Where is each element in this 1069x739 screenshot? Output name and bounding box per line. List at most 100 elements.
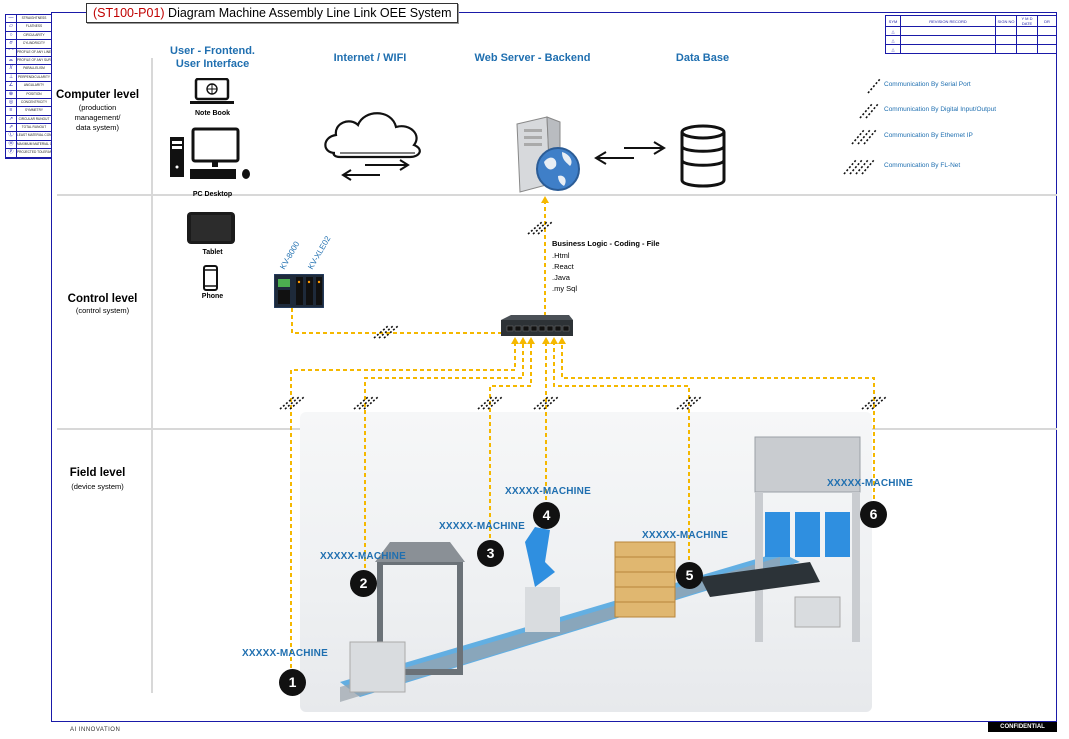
- phone-icon: [203, 265, 218, 291]
- machine-label[interactable]: XXXXX-MACHINE: [827, 478, 913, 489]
- gdt-symbol-icon: —: [6, 15, 17, 23]
- gdt-legend-row: ▱FLATNESS: [6, 23, 51, 32]
- server-database-arrow-icon: [594, 141, 666, 165]
- gdt-symbol-label: FLATNESS: [25, 24, 43, 29]
- machine-label[interactable]: XXXXX-MACHINE: [505, 486, 591, 497]
- gdt-symbol-icon: //: [6, 65, 17, 73]
- cloud-icon: [324, 112, 421, 181]
- page-title: (ST100-P01) Diagram Machine Assembly Lin…: [86, 3, 459, 23]
- gdt-legend-row: ↗CIRCULAR RUNOUT: [6, 115, 51, 125]
- comm-legend-label: Communication By Digital Input/Output: [884, 106, 996, 113]
- machine-number-badge[interactable]: 4: [533, 502, 560, 529]
- tablet-icon: [187, 212, 235, 244]
- database-icon: [680, 124, 726, 188]
- revision-row: △: [885, 35, 1057, 45]
- revision-row: △: [885, 44, 1057, 54]
- machine-number-badge[interactable]: 3: [477, 540, 504, 567]
- title-code: (ST100-P01): [93, 6, 165, 20]
- gdt-symbol-icon: ◎: [6, 98, 17, 107]
- business-logic-item: .React: [552, 262, 574, 271]
- gdt-symbol-label: CIRCULARITY: [23, 32, 45, 37]
- machine-number-badge[interactable]: 2: [350, 570, 377, 597]
- machine-number-badge[interactable]: 5: [676, 562, 703, 589]
- gdt-legend-row: ⇗ TOTAL RUNOUT: [6, 124, 51, 133]
- machine-label[interactable]: XXXXX-MACHINE: [439, 521, 525, 532]
- gdt-symbol-icon: ⇗: [6, 124, 17, 132]
- machine-label[interactable]: XXXXX-MACHINE: [320, 551, 406, 562]
- laptop-icon: [190, 78, 234, 104]
- level-subtitle-field: (device system): [71, 482, 124, 491]
- title-text: Diagram Machine Assembly Line Link OEE S…: [164, 6, 452, 20]
- gdt-symbol-label: PROFILE OF ANY LINE: [17, 49, 51, 54]
- gdt-symbol-label: MAXIMUM MATERIAL CONDITION: [17, 141, 51, 146]
- gdt-symbol-icon: ⊕: [6, 90, 17, 98]
- gdt-symbol-icon: ⊥: [6, 73, 17, 82]
- network-switch-icon: [501, 315, 573, 336]
- tablet-label: Tablet: [202, 249, 223, 256]
- gdt-symbol-icon: ↗: [6, 115, 17, 124]
- business-logic-list: .Html .React .Java .my Sql: [552, 250, 577, 294]
- level-subtitle-control: (control system): [75, 306, 130, 315]
- gdt-symbol-icon: ≡: [6, 107, 17, 115]
- column-header-internet: Internet / WIFI: [333, 52, 407, 64]
- gdt-legend-row: ⌭CYLINDRICITY: [6, 40, 51, 49]
- machine-label[interactable]: XXXXX-MACHINE: [642, 530, 728, 541]
- rev-header: SIGN NO: [995, 15, 1017, 27]
- bidirectional-arrow-icon: [341, 159, 410, 181]
- column-divider: [151, 58, 153, 693]
- triangle-icon: △: [885, 35, 901, 45]
- gdt-symbol-icon: Ⓜ: [6, 140, 17, 149]
- gdt-legend-row: //PARALLELISM: [6, 65, 51, 74]
- column-header-database: Data Base: [675, 52, 730, 64]
- notebook-label: Note Book: [195, 110, 230, 117]
- footer-company: AI INNOVATION: [70, 727, 121, 733]
- gdt-symbol-label: TOTAL RUNOUT: [21, 125, 47, 130]
- level-divider: [57, 194, 1057, 196]
- revision-header-row: SYM REVISION RECORD SIGN NO Y M D DATE D…: [885, 15, 1057, 27]
- phone-label: Phone: [201, 293, 224, 300]
- revision-table: SYM REVISION RECORD SIGN NO Y M D DATE D…: [885, 15, 1057, 54]
- plc-controller-icon: [274, 274, 324, 308]
- gdt-symbol-icon: Ⓟ: [6, 149, 17, 157]
- gdt-symbol-label: PERPENDICULARITY: [17, 74, 51, 79]
- rev-header: REVISION RECORD: [900, 15, 996, 27]
- level-title-field: Field level: [69, 467, 126, 479]
- level-subtitle-computer: (production management/ data system): [74, 103, 121, 132]
- machine-label[interactable]: XXXXX-MACHINE: [242, 648, 328, 659]
- gdt-symbol-icon: ⌒: [6, 48, 17, 56]
- column-header-user: User - Frontend. User Interface: [170, 45, 255, 70]
- gdt-symbol-label: POSITION: [26, 91, 42, 96]
- gdt-legend-row: ⊥PERPENDICULARITY: [6, 73, 51, 83]
- comm-line-icon: [859, 103, 879, 119]
- drawing-frame: [51, 12, 1057, 722]
- gdt-legend-row: ⊕ POSITION: [6, 90, 51, 99]
- gdt-legend-row: ≡SYMMETRY: [6, 107, 51, 116]
- level-title-control: Control level: [67, 293, 138, 305]
- assembly-line-machinery: [340, 436, 861, 702]
- business-logic-item: .Html: [552, 251, 570, 260]
- gdt-symbol-label: STRAIGHTNESS: [21, 16, 47, 20]
- comm-line-icon: [843, 159, 875, 175]
- web-server-icon: [516, 116, 580, 193]
- rev-header: Y M D DATE: [1016, 15, 1038, 27]
- comm-line-icon: [867, 78, 881, 94]
- gdt-legend-row: ⌓PROFILE OF ANY SURFACE: [6, 56, 51, 66]
- machine-number-badge[interactable]: 1: [279, 669, 306, 696]
- column-header-server: Web Server - Backend: [474, 52, 591, 64]
- desktop-pc-icon: [170, 127, 250, 179]
- gdt-symbol-label: PROJECTED TOLERANCE ZONE: [17, 150, 51, 155]
- gdt-legend-row: ⌒PROFILE OF ANY LINE: [6, 48, 51, 57]
- gdt-symbol-label: LEAST MATERIAL CONDITION: [17, 133, 51, 138]
- gdt-symbol-icon: Ⓛ: [6, 132, 17, 140]
- gdt-legend-row: ◎CONCENTRICITY: [6, 98, 51, 108]
- comm-legend-label: Communication By Serial Port: [884, 81, 971, 88]
- gdt-symbol-label: CONCENTRICITY: [20, 99, 48, 104]
- gdt-legend-row: ○CIRCULARITY: [6, 31, 51, 41]
- machine-number-badge[interactable]: 6: [860, 501, 887, 528]
- business-logic-item: .my Sql: [552, 284, 578, 293]
- gdt-symbol-icon: ⌭: [6, 40, 17, 48]
- gdt-symbol-label: PROFILE OF ANY SURFACE: [17, 57, 51, 62]
